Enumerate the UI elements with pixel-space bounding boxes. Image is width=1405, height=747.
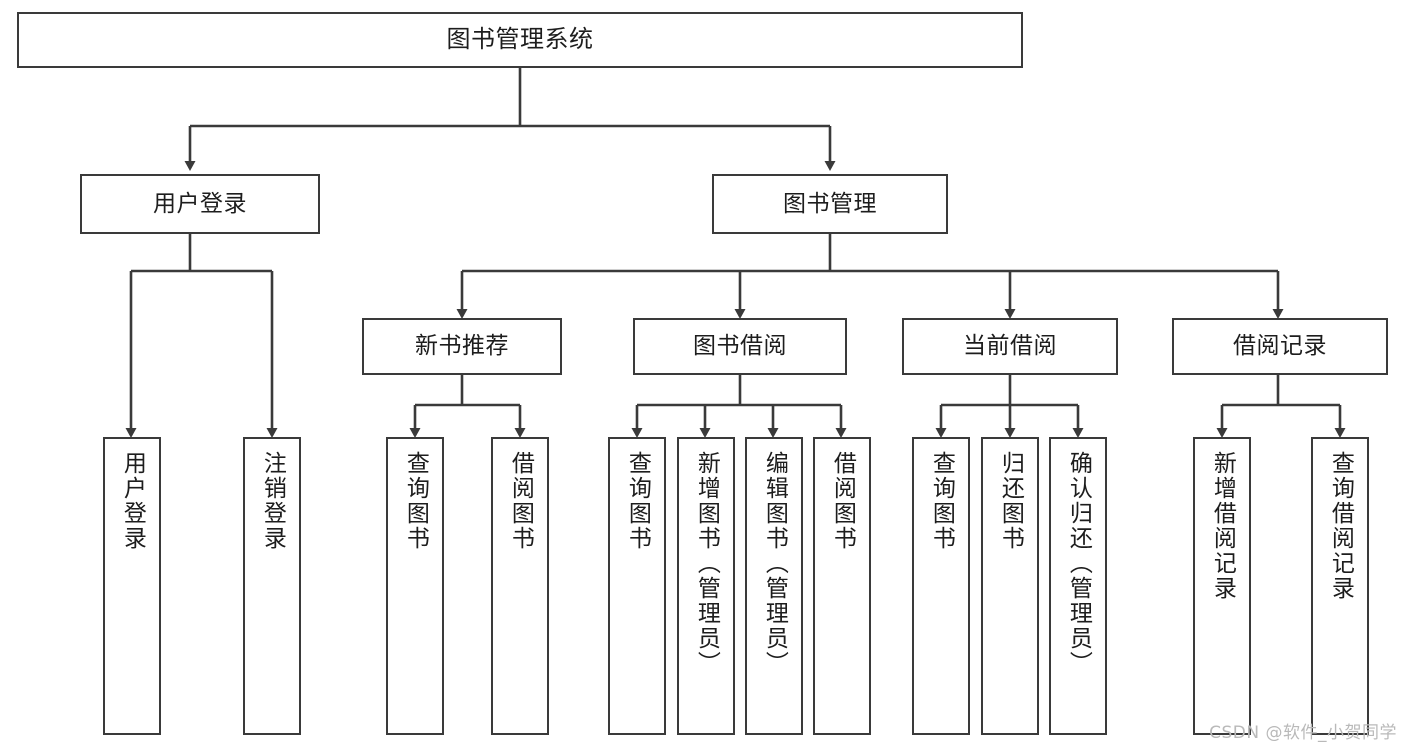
leaf-book-borrow-edit-book-admin[interactable]: 编辑图书（管理员）	[745, 437, 803, 735]
node-label: 用户登录	[119, 451, 146, 551]
node-label: 借阅记录	[1233, 333, 1327, 360]
node-book-borrow[interactable]: 图书借阅	[633, 318, 847, 375]
leaf-current-borrow-return-book[interactable]: 归还图书	[981, 437, 1039, 735]
node-label: 注销登录	[259, 451, 286, 551]
node-label: 图书管理	[783, 190, 877, 217]
node-label: 查询图书	[928, 451, 955, 551]
node-label: 图书管理系统	[446, 25, 594, 54]
node-label: 新书推荐	[415, 333, 509, 360]
leaf-user-login-login[interactable]: 用户登录	[103, 437, 161, 735]
node-label: 借阅图书	[507, 451, 534, 551]
leaf-new-book-query-book[interactable]: 查询图书	[386, 437, 444, 735]
node-borrow-record[interactable]: 借阅记录	[1172, 318, 1388, 375]
node-label: 查询图书	[402, 451, 429, 551]
node-new-book-recommend[interactable]: 新书推荐	[362, 318, 562, 375]
node-label: 新增图书（管理员）	[693, 451, 720, 676]
leaf-book-borrow-query-book[interactable]: 查询图书	[608, 437, 666, 735]
node-label: 查询借阅记录	[1327, 451, 1354, 601]
node-user-login[interactable]: 用户登录	[80, 174, 320, 234]
leaf-user-login-logout[interactable]: 注销登录	[243, 437, 301, 735]
node-current-borrow[interactable]: 当前借阅	[902, 318, 1118, 375]
node-label: 借阅图书	[829, 451, 856, 551]
node-label: 图书借阅	[693, 333, 787, 360]
node-root-book-management-system[interactable]: 图书管理系统	[17, 12, 1023, 68]
leaf-borrow-record-query-record[interactable]: 查询借阅记录	[1311, 437, 1369, 735]
node-book-management[interactable]: 图书管理	[712, 174, 948, 234]
leaf-new-book-borrow-book[interactable]: 借阅图书	[491, 437, 549, 735]
leaf-book-borrow-add-book-admin[interactable]: 新增图书（管理员）	[677, 437, 735, 735]
node-label: 当前借阅	[963, 333, 1057, 360]
node-label: 编辑图书（管理员）	[761, 451, 788, 676]
csdn-watermark: CSDN @软件_小贺同学	[1209, 723, 1397, 743]
node-label: 归还图书	[997, 451, 1024, 551]
node-label: 查询图书	[624, 451, 651, 551]
leaf-book-borrow-borrow-book[interactable]: 借阅图书	[813, 437, 871, 735]
leaf-current-borrow-confirm-return-admin[interactable]: 确认归还（管理员）	[1049, 437, 1107, 735]
leaf-current-borrow-query-book[interactable]: 查询图书	[912, 437, 970, 735]
node-label: 确认归还（管理员）	[1065, 451, 1092, 676]
node-label: 用户登录	[153, 190, 247, 217]
node-label: 新增借阅记录	[1209, 451, 1236, 601]
leaf-borrow-record-add-record[interactable]: 新增借阅记录	[1193, 437, 1251, 735]
